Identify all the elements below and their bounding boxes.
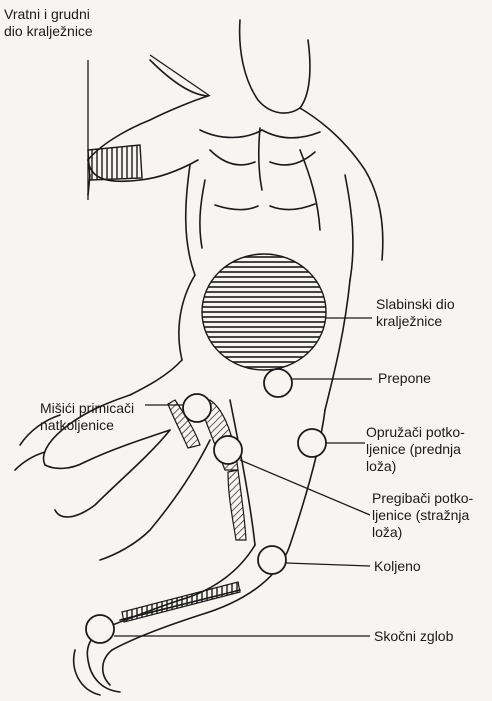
label-lumbar-spine: Slabinski dio kralježnice [376,296,455,330]
leader-cervical-2 [150,55,210,96]
label-thigh-adductors: Mišići primicači natkoljenice [40,400,134,434]
calf-hatch [122,582,240,622]
hamstring-marker [214,436,242,464]
label-knee-extensors: Opružači potko- ljenice (prednja loža) [366,424,465,475]
adductor-marker [183,394,211,422]
label-groin: Prepone [378,370,431,387]
leader-knee [286,563,370,566]
quadriceps-marker [298,429,326,457]
leader-hamstrings [240,460,370,515]
groin-marker [264,369,292,397]
label-ankle: Skočni zglob [374,628,453,645]
label-knee: Koljeno [374,558,421,575]
hamstring-hatch [228,470,246,540]
label-cervical-thoracic-spine: Vratni i grudni dio kralježnice [4,6,93,40]
label-knee-flexors: Pregibači potko- ljenice (stražnja loža) [372,490,473,541]
knee-marker [258,546,286,574]
shoulder-hatch [88,145,142,180]
lumbar-hatch [202,254,326,370]
ankle-marker [86,615,114,643]
